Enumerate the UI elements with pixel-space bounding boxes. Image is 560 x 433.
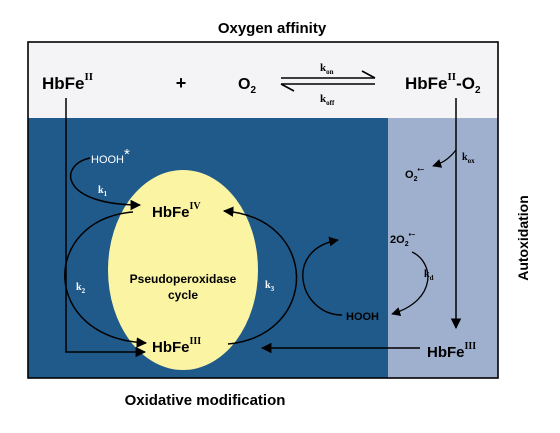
k-d-label: kd xyxy=(424,269,434,282)
superoxide-release-arrow xyxy=(432,149,457,168)
oxygen-molecule: O2 xyxy=(238,76,256,96)
k1-label: k1 xyxy=(98,185,108,198)
k-on-label: kon xyxy=(320,62,334,76)
hbfe-iii-cycle: HbFeIII xyxy=(152,336,201,356)
k3-arc xyxy=(222,206,298,345)
k3-label: k3 xyxy=(265,280,275,293)
plus-sign: + xyxy=(176,73,187,93)
autoxidation-panel xyxy=(388,118,498,378)
hbfe-ii-o2-product: HbFeII-O2 xyxy=(405,71,481,96)
pseudoperoxidase-ellipse xyxy=(108,170,258,370)
reverse-arrow-head xyxy=(280,83,295,92)
k2-arc xyxy=(64,211,148,348)
pseudoperoxidase-label: Pseudoperoxidase xyxy=(130,272,237,286)
hbfe-iv: HbFeIV xyxy=(152,201,201,221)
dismutation-arrow xyxy=(391,251,429,316)
hbfe-iii-autox: HbFeIII xyxy=(427,341,476,361)
k-off-label: koff xyxy=(320,93,335,107)
superoxide-label: O2•− xyxy=(405,167,424,183)
fe2-to-fe3-path xyxy=(65,98,147,358)
hooh-star-label: HOOH* xyxy=(91,146,130,166)
two-superoxide-label: 2O2•− xyxy=(390,232,415,248)
k-ox-label: kox xyxy=(462,152,475,165)
header-panel xyxy=(28,42,498,118)
cycle-label: cycle xyxy=(168,288,198,302)
hbfe-ii-reactant: HbFeII xyxy=(42,71,93,93)
oxidative-modification-label: Oxidative modification xyxy=(125,392,286,409)
hooh-label: HOOH xyxy=(346,311,379,323)
autoxidation-label: Autoxidation xyxy=(515,195,531,281)
oxygen-affinity-title: Oxygen affinity xyxy=(218,20,327,37)
hooh-to-fe4-arrow xyxy=(69,157,142,211)
k2-label: k2 xyxy=(76,282,86,295)
diagram-frame xyxy=(27,41,499,379)
hooh-recycle-arrow xyxy=(302,236,343,316)
forward-arrow-head xyxy=(361,70,376,79)
